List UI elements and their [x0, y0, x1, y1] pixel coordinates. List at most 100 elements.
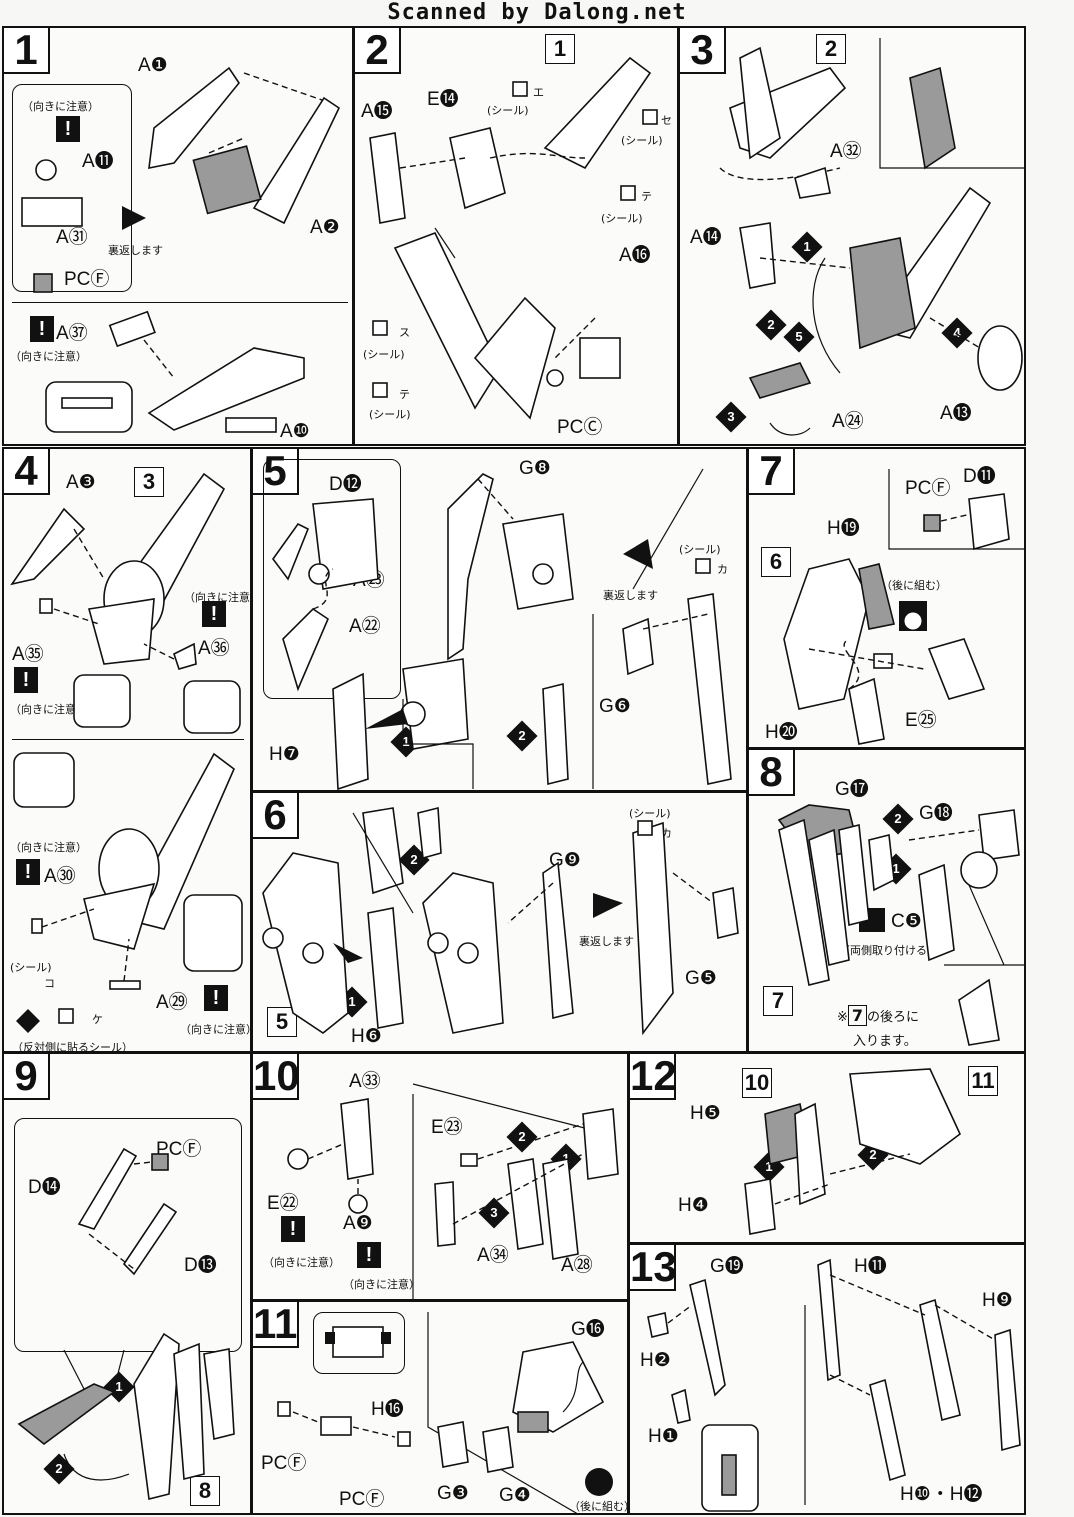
- part-label: H⓰: [371, 1399, 404, 1420]
- part-label: A❾: [343, 1213, 373, 1234]
- sticker-note: (シール): [363, 348, 405, 361]
- part-label: G❺: [685, 968, 717, 989]
- part-label: G❹: [499, 1485, 531, 1506]
- part-label: G❸: [437, 1483, 469, 1504]
- part-label: H⓳: [827, 518, 860, 539]
- assemble-later-note: （後に組む）: [569, 1500, 629, 1513]
- inset-box: [263, 459, 401, 699]
- caution-icon: !: [202, 601, 226, 627]
- part-label: E㉒: [267, 1193, 299, 1214]
- step-ref: 6: [761, 547, 791, 577]
- part-label: H❷: [640, 1350, 671, 1371]
- step-8-diagram: [777, 804, 1024, 1046]
- step-number: 1: [4, 28, 50, 74]
- step-6-panel: 6 5 H❻ G❾ G❺ (シール) カ 裏返します 2 1: [251, 791, 748, 1053]
- sticker-note: (シール): [487, 104, 529, 117]
- part-label: A㉘: [561, 1255, 593, 1276]
- part-label: H⓴: [765, 722, 798, 743]
- step-number: 10: [253, 1052, 300, 1100]
- step-12-diagram: [744, 1068, 961, 1235]
- opposite-side-note: （反対側に貼るシール）: [12, 1041, 133, 1053]
- part-label: A⓮: [690, 227, 722, 248]
- part-label: G⓳: [710, 1256, 744, 1277]
- sticker-code: カ: [717, 563, 728, 576]
- step-5-panel: 5 D⓬ A㉓ A㉒ H❼ G❽ (シール) カ 裏返します G❻ 1 2: [251, 447, 748, 792]
- part-label: D⓬: [329, 474, 362, 495]
- sticker-code: ス: [399, 326, 410, 339]
- part-label: PCⒻ: [261, 1453, 307, 1474]
- orientation-note: （向きに注意）: [180, 1023, 252, 1036]
- caution-icon: !: [30, 316, 54, 342]
- orientation-note: （向きに注意）: [10, 841, 87, 854]
- part-label: A㉚: [44, 866, 76, 887]
- part-label: H❾: [982, 1290, 1013, 1311]
- step-2-diagram: [369, 56, 658, 420]
- step-ref: 3: [134, 467, 164, 497]
- step-ref: 10: [742, 1068, 772, 1098]
- step-1-panel: 1 （向きに注意） ! A⓫ A㉛ PCⒻ A❶ A❷ 裏返します ! A㊲ （…: [2, 26, 354, 446]
- orientation-note: （向きに注意）: [184, 591, 250, 604]
- inset-box: [313, 1312, 405, 1374]
- part-label: H❻: [351, 1026, 382, 1047]
- step-4-panel: 4 3 A❸ A㉟ ! （向きに注意） （向きに注意） ! A㊱ （向きに注意）…: [2, 447, 252, 1053]
- caution-icon: !: [56, 116, 80, 142]
- sticker-note: (シール): [369, 408, 411, 421]
- part-label: A㉙: [156, 992, 188, 1013]
- flip-note: 裏返します: [579, 935, 634, 948]
- sticker-note: (シール): [10, 961, 52, 974]
- step-1-diagram: [21, 66, 341, 433]
- part-label: A❶: [138, 55, 168, 76]
- part-label: A㉜: [830, 141, 862, 162]
- step-number: 11: [253, 1300, 299, 1348]
- flip-note: 裏返します: [108, 244, 163, 257]
- orientation-note: （向きに注意）: [343, 1278, 420, 1291]
- part-label: PCⒻ: [905, 478, 951, 499]
- step-11-diagram: [277, 1312, 613, 1513]
- part-label: A㉔: [832, 411, 864, 432]
- part-label: E㉕: [905, 710, 937, 731]
- sticker-code: テ: [641, 190, 652, 203]
- step-ref: 2: [816, 34, 846, 64]
- part-label: H⓫: [854, 1256, 887, 1277]
- part-label: G❽: [519, 458, 551, 479]
- step-3-panel: 3 2 A㉜ A⓮ A㉔ A⓭ 1 2 5 3 4: [678, 26, 1026, 446]
- part-label: H❿・H⓬: [900, 1484, 983, 1505]
- step-number: 9: [4, 1054, 50, 1100]
- step-ref: 7: [763, 986, 793, 1016]
- sticker-code: コ: [44, 977, 55, 990]
- part-label: A❸: [66, 472, 96, 493]
- part-label: C❺: [891, 911, 922, 932]
- step-13-panel: 13 G⓳ H⓫ H❾ H❷ H❶ H❿・H⓬: [628, 1243, 1026, 1515]
- orientation-note: （向きに注意）: [10, 703, 87, 716]
- part-label: A⓭: [940, 403, 972, 424]
- flip-note: 裏返します: [603, 589, 658, 602]
- part-label: PCⒻ: [339, 1489, 385, 1510]
- sticker-code: セ: [661, 114, 672, 127]
- assemble-later-note: （後に組む）: [881, 579, 947, 592]
- step-ref: 11: [968, 1066, 998, 1096]
- caution-icon: !: [357, 1242, 381, 1268]
- part-label: E㉓: [431, 1117, 463, 1138]
- step-3-diagram: [719, 38, 1024, 436]
- step-11-panel: 11 G⓰ H⓰ PCⒻ PCⒻ G❸ G❹ （後に組む）: [251, 1300, 629, 1515]
- part-label: A㉞: [477, 1245, 509, 1266]
- step-9-diagram: [17, 1147, 235, 1500]
- part-label: A⓯: [361, 101, 393, 122]
- behind-note-2: 入ります。: [853, 1034, 917, 1049]
- inset-box: [14, 1118, 242, 1352]
- step-ref: 1: [545, 34, 575, 64]
- step-ref: 8: [190, 1476, 220, 1506]
- sticker-code: エ: [533, 86, 544, 99]
- part-label: PCⒻ: [64, 269, 110, 290]
- part-label: H❶: [648, 1426, 679, 1447]
- part-label: A㉒: [349, 616, 381, 637]
- part-label: D⓭: [184, 1255, 217, 1276]
- step-ref-inline: 7: [847, 1005, 868, 1026]
- step-7-panel: 7 PCⒻ D⓫ H⓳ 6 （後に組む） E㉕ H⓴: [747, 447, 1026, 749]
- sticker-code: ケ: [92, 1013, 103, 1026]
- step-13-diagram: [647, 1258, 1021, 1512]
- divider: [12, 739, 244, 740]
- part-label: A㉝: [349, 1071, 381, 1092]
- step-10-diagram: [287, 1083, 619, 1299]
